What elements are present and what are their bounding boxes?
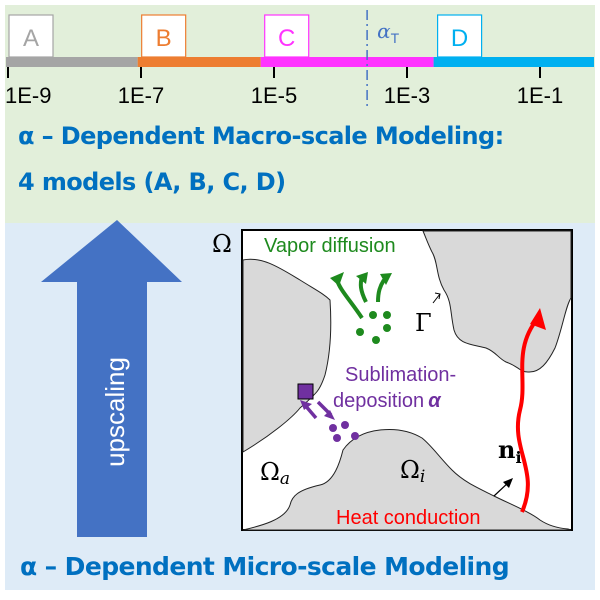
axis-tick-label: 1E-9	[5, 83, 51, 108]
ice-domain-label: Ωi	[400, 456, 425, 487]
heat-arrowhead	[530, 308, 546, 330]
macro-title-line1: α – Dependent Macro-scale Modeling:	[18, 122, 504, 150]
axis-tick-label: 1E-7	[118, 83, 164, 108]
left-ice-grain	[242, 258, 332, 453]
axis-tick-label: 1E-1	[517, 83, 563, 108]
model-range-bar-b	[137, 57, 261, 67]
axis-tick-label: 1E-5	[251, 83, 297, 108]
heat-conduction-label: Heat conduction	[336, 507, 481, 529]
model-label-b: B	[156, 25, 172, 52]
micro-title: α – Dependent Micro-scale Modeling	[20, 552, 510, 581]
top-right-ice-grain	[422, 230, 572, 373]
vapor-diffusion-label: Vapor diffusion	[264, 235, 396, 257]
vapor-molecules	[356, 311, 391, 344]
gamma-normal-arrow	[432, 293, 441, 304]
model-label-a: A	[23, 25, 39, 52]
domain-omega-label: Ω	[212, 230, 232, 258]
heat-conduction-arrow	[515, 316, 540, 513]
ice-site-square	[297, 383, 314, 400]
air-domain-label: Ωa	[260, 458, 290, 489]
upscaling-label: upscaling	[100, 357, 130, 467]
model-label-box-c	[264, 14, 310, 58]
model-range-bar-d	[433, 57, 594, 67]
sublimation-molecules	[329, 421, 359, 442]
bottom-ice-grain	[242, 429, 572, 531]
model-range-bar-a	[6, 57, 138, 67]
model-label-box-b	[141, 14, 187, 58]
interface-gamma-label: Γ	[415, 309, 432, 337]
model-label-box-a	[8, 14, 54, 58]
axis-tick-label: 1E-3	[384, 83, 430, 108]
sublimation-label-line1: Sublimation-	[345, 364, 456, 386]
normal-ni-label: ni	[498, 435, 522, 467]
model-label-box-d	[437, 14, 483, 58]
macro-title-line2: 4 models (A, B, C, D)	[18, 168, 286, 196]
alpha-threshold-label: αT	[377, 19, 400, 46]
model-label-c: C	[278, 25, 295, 52]
model-range-bar-c	[260, 57, 434, 67]
model-label-d: D	[451, 25, 468, 52]
upscaling-arrow-shape	[41, 220, 182, 537]
